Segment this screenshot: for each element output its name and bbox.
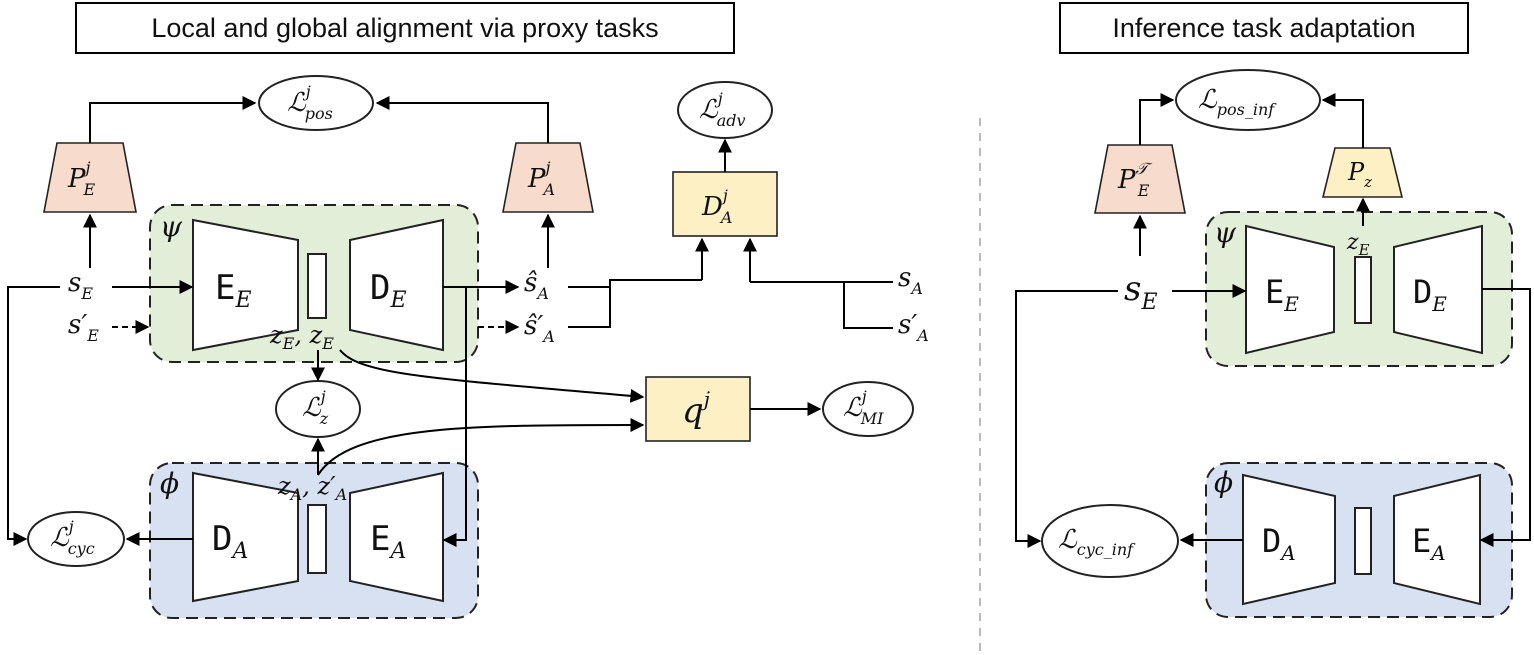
encoder-a-shape-inference [1393, 473, 1481, 606]
projector-pe-shape [43, 142, 137, 213]
z-e-label: zE, zE [269, 321, 334, 353]
projector-pa-shape [502, 142, 594, 213]
right-title: Inference task adaptation [1112, 13, 1415, 43]
decoder-a-shape-inference [1242, 473, 1336, 606]
projector-pz-inference-shape [1321, 147, 1404, 198]
loss-pos-inf [1175, 69, 1321, 131]
left-title: Local and global alignment via proxy tas… [151, 13, 658, 43]
psi-label-inference: ψ [1214, 216, 1237, 249]
loss-cyc-inf [1041, 504, 1179, 578]
z-a-label: zA, z′A [277, 472, 347, 504]
encoder-e-shape [192, 218, 299, 352]
input-s-e-inference: sE [1124, 269, 1158, 315]
decoder-e-shape-inference [1393, 224, 1483, 355]
latent-e [307, 253, 327, 319]
encoder-e-shape-inference [1245, 224, 1335, 355]
decoder-e-shape [349, 218, 444, 352]
loss-cyc-inf-label: ℒcyc_inf [1058, 525, 1136, 559]
loss-adv [677, 81, 773, 139]
projector-pe-inference-shape [1094, 144, 1186, 214]
encoder-e-label: EE [215, 268, 252, 313]
loss-cyc [27, 511, 125, 567]
input-s-e-prime: s′E [68, 310, 99, 345]
left-connectors [7, 96, 893, 547]
mi-estimator-label: qj [682, 387, 710, 431]
input-s-e: sE [68, 268, 93, 303]
latent-e-inference [1354, 256, 1372, 324]
right-title-box: Inference task adaptation [1059, 2, 1469, 54]
input-s-a-prime: s′A [898, 310, 929, 345]
encoder-a-label: EA [370, 519, 406, 564]
discriminator-box [672, 171, 778, 237]
z-e-inference: zE [1346, 230, 1370, 259]
output-hat-s-a-prime: ŝ′A [524, 311, 555, 346]
encoder-a-label-inference: EA [1412, 522, 1446, 565]
loss-pos-inf-label: ℒpos_inf [1198, 85, 1277, 119]
mi-estimator-box [645, 376, 751, 442]
input-s-a: sA [898, 263, 923, 298]
psi-label: ψ [160, 210, 183, 243]
latent-a-inference [1354, 507, 1372, 575]
latent-a [307, 504, 327, 574]
decoder-e-label: DE [370, 268, 407, 313]
decoder-e-label-inference: DE [1413, 273, 1447, 316]
decoder-a-shape [192, 471, 299, 603]
phi-label: ϕ [160, 467, 179, 500]
loss-mi [822, 381, 914, 437]
output-hat-s-a: ŝA [524, 268, 549, 303]
left-title-box: Local and global alignment via proxy tas… [75, 2, 735, 54]
encoder-a-shape [349, 471, 444, 603]
encoder-e-label-inference: EE [1265, 273, 1299, 316]
loss-pos [258, 75, 374, 131]
right-connectors [1015, 93, 1531, 548]
projector-pz-inference-label: Pz [1347, 158, 1372, 191]
phi-label-inference: ϕ [1214, 466, 1233, 499]
decoder-a-label: DA [212, 519, 248, 564]
decoder-a-label-inference: DA [1262, 522, 1296, 565]
